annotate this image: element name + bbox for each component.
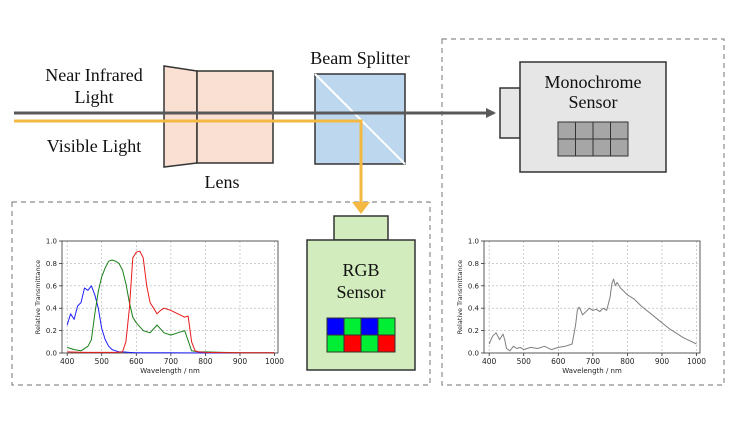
x-tick-label: 600 (551, 357, 566, 366)
lens-front (163, 65, 198, 168)
mono-pixel (575, 121, 594, 140)
nir-label-line1: Near Infrared (45, 65, 142, 85)
rgb-pixel (326, 317, 345, 336)
mono-pixel (610, 121, 629, 140)
visible-label: Visible Light (47, 136, 141, 156)
visible-beam (14, 119, 363, 204)
y-tick-label: 0.6 (468, 282, 480, 290)
series-line (488, 278, 697, 352)
rgb-pixel (360, 334, 379, 353)
rgb-pixel (377, 334, 396, 353)
y-tick-label: 0.0 (46, 350, 57, 358)
series-line (67, 250, 275, 354)
rgb-sensor-connector (333, 215, 389, 241)
y-tick-label: 0.6 (46, 282, 58, 290)
lens-body (196, 70, 274, 164)
plot-frame (61, 240, 279, 354)
rgb-pixel (343, 317, 362, 336)
rgb-sensor-label-line1: RGB (342, 260, 379, 280)
lens-label: Lens (205, 172, 240, 192)
y-tick-label: 0.2 (46, 327, 57, 335)
mono-pixel (610, 138, 629, 157)
x-axis-label: Wavelength / nm (562, 367, 622, 375)
x-tick-label: 400 (482, 357, 497, 366)
mono-sensor-connector (499, 87, 521, 139)
rgb-pixel (326, 334, 345, 353)
mono-pixel (592, 138, 611, 157)
y-axis-label: Relative Transmittance (34, 260, 42, 334)
x-tick-label: 600 (129, 357, 144, 366)
x-tick-label: 700 (586, 357, 601, 366)
rgb-pixel-grid (326, 317, 396, 353)
x-tick-label: 800 (620, 357, 635, 366)
rgb-pixel (360, 317, 379, 336)
mono-pixel (592, 121, 611, 140)
plot-frame (483, 240, 701, 354)
rgb-pixel (377, 317, 396, 336)
rgb-transmittance-chart: 400 500 600 700 800 900 1000 0.0 0.2 0.4 0.6 0.8 1.0… (34, 238, 284, 376)
mono-pixel (575, 138, 594, 157)
x-tick-label: 800 (198, 357, 213, 366)
beam-splitter-label: Beam Splitter (310, 48, 409, 68)
beam-splitter-diagonal (314, 73, 406, 165)
rgb-chart-panel (11, 201, 431, 386)
mono-transmittance-chart: 400 500 600 700 800 900 1000 0.0 0.2 0.4 0.6 0.8 1.0… (456, 238, 706, 376)
x-tick-label: 900 (233, 357, 248, 366)
y-axis-label: Relative Transmittance (456, 260, 464, 334)
rgb-sensor-label-line2: Sensor (337, 282, 386, 302)
y-tick-label: 0.0 (468, 350, 479, 358)
x-tick-label: 500 (517, 357, 532, 366)
x-tick-label: 900 (655, 357, 670, 366)
y-tick-label: 0.2 (468, 327, 479, 335)
mono-pixel (557, 138, 576, 157)
mono-pixel (557, 121, 576, 140)
mono-sensor-label-line1: Monochrome (545, 72, 642, 92)
x-tick-label: 500 (95, 357, 110, 366)
mono-sensor-label-line2: Sensor (569, 92, 618, 112)
y-tick-label: 1.0 (46, 238, 57, 246)
mono-pixel-grid (557, 121, 629, 157)
x-tick-label: 1000 (265, 357, 284, 366)
y-tick-label: 1.0 (468, 238, 479, 246)
x-tick-label: 1000 (687, 357, 706, 366)
y-tick-label: 0.4 (468, 305, 480, 313)
x-tick-label: 700 (164, 357, 179, 366)
x-axis-label: Wavelength / nm (140, 367, 200, 375)
rgb-pixel (343, 334, 362, 353)
y-tick-label: 0.8 (468, 260, 479, 268)
y-tick-label: 0.8 (46, 260, 57, 268)
visible-beam-arrowhead (352, 202, 370, 214)
series-line (66, 285, 275, 354)
nir-label-line2: Light (75, 87, 114, 107)
x-tick-label: 400 (60, 357, 75, 366)
y-tick-label: 0.4 (46, 305, 58, 313)
mono-panel (441, 38, 725, 386)
